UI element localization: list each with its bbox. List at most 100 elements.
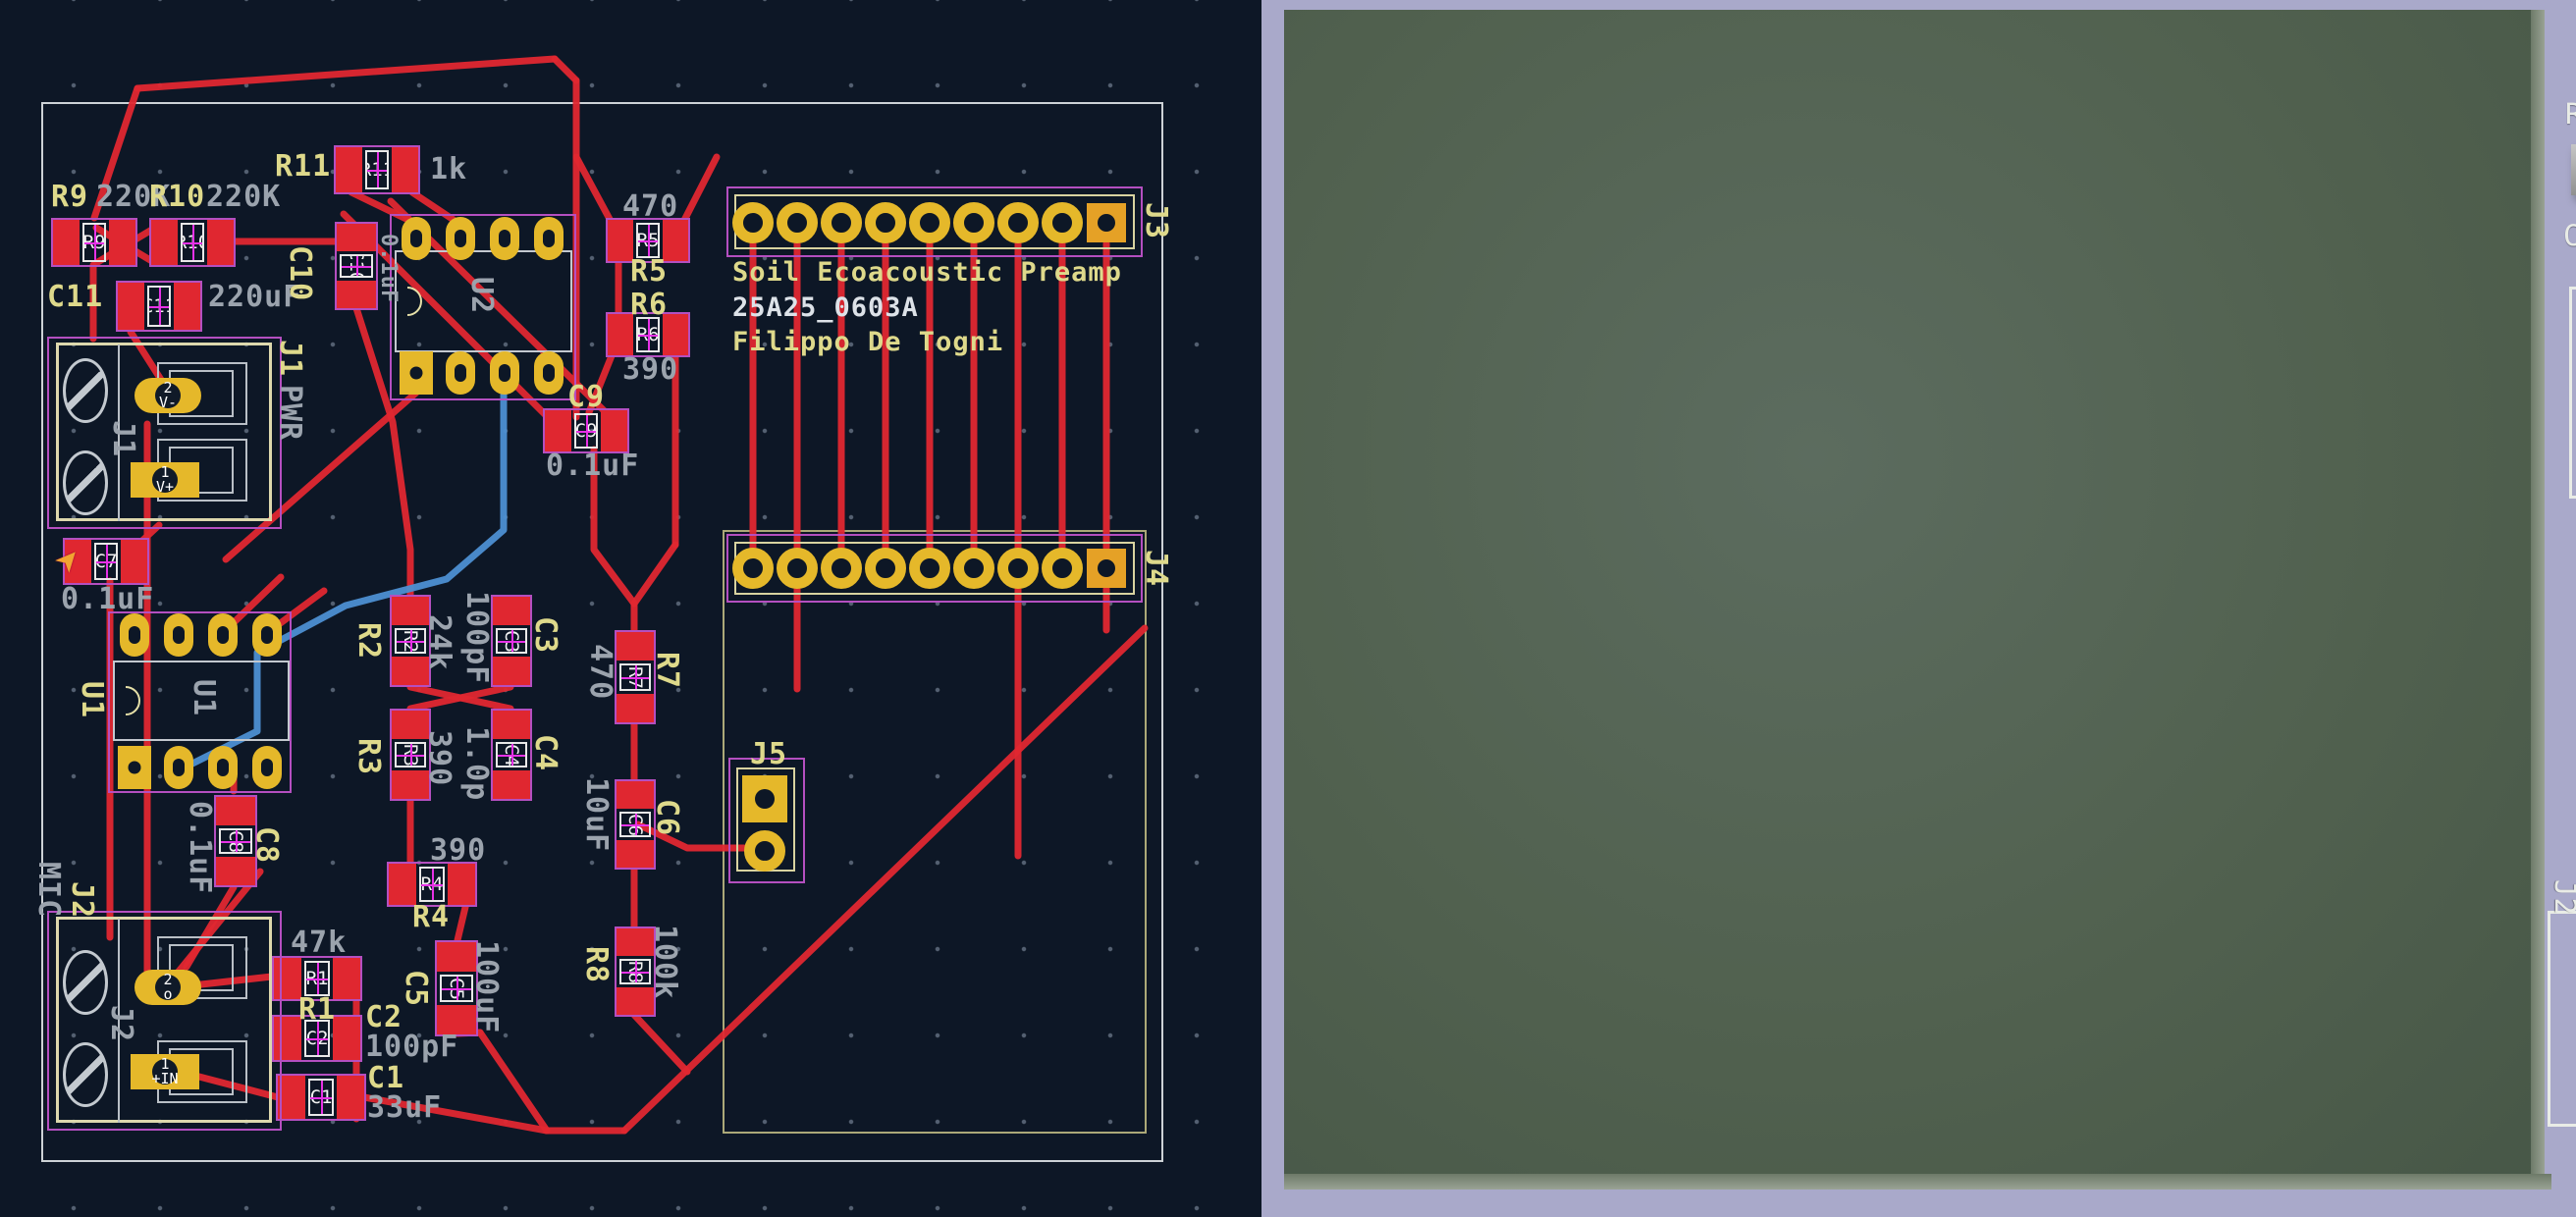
component-c11[interactable]: C11 xyxy=(116,281,202,332)
board-edge-bevel-bottom xyxy=(1284,1174,2551,1190)
component-c4[interactable]: C4 xyxy=(491,709,532,801)
label-220uf: 220uF xyxy=(208,280,302,314)
pad-1 xyxy=(336,147,362,192)
component-c7[interactable]: C7 xyxy=(63,538,149,585)
through-hole-pad[interactable] xyxy=(1042,202,1083,243)
label-100pf: 100pF xyxy=(459,591,494,685)
ic-u2[interactable] xyxy=(390,214,576,400)
through-hole-pad[interactable] xyxy=(997,202,1039,243)
through-hole-pad-1[interactable] xyxy=(1087,549,1126,588)
through-hole-pad[interactable] xyxy=(909,548,950,589)
ic-pad[interactable] xyxy=(164,746,193,789)
through-hole-pad[interactable] xyxy=(732,548,774,589)
ic-pad[interactable] xyxy=(252,746,282,789)
ic-pad-1[interactable] xyxy=(400,351,433,395)
component-r8[interactable]: R8 xyxy=(615,926,656,1017)
pad-1 xyxy=(608,220,634,261)
component-body: R6 xyxy=(636,317,660,352)
component-c3[interactable]: C3 xyxy=(491,595,532,687)
component-r2[interactable]: R2 xyxy=(390,595,431,687)
component-r4[interactable]: R4 xyxy=(387,862,477,907)
ic-pad[interactable] xyxy=(534,351,564,395)
pad-2 xyxy=(662,314,688,355)
through-hole-pad-1[interactable] xyxy=(1087,203,1126,242)
pad-hole xyxy=(155,383,181,408)
pad-1 xyxy=(151,220,178,265)
component-designator: R10 xyxy=(183,232,202,253)
ic-pad-1[interactable] xyxy=(118,746,151,789)
through-hole-pad[interactable] xyxy=(953,548,994,589)
j5-pad-1[interactable] xyxy=(742,775,787,822)
pad-2 xyxy=(493,657,530,685)
terminal-j2[interactable] xyxy=(47,911,282,1131)
through-hole-pad[interactable] xyxy=(821,548,862,589)
through-hole-pad[interactable] xyxy=(953,202,994,243)
label-100pf: 100pF xyxy=(365,1030,459,1064)
resistor-3d[interactable] xyxy=(2571,144,2576,195)
through-hole-pad[interactable] xyxy=(777,202,818,243)
label-c5: C5 xyxy=(399,970,433,1008)
pcb-3d-render-view[interactable]: R9R10R11C11C10R5R6C9J1J2U1R2C3R3C4R7C6R8… xyxy=(1261,0,2576,1217)
ic-pad[interactable] xyxy=(208,613,238,657)
component-c6[interactable]: C6 xyxy=(615,779,656,870)
connector-j5[interactable] xyxy=(728,758,805,883)
component-designator: R1 xyxy=(305,968,329,989)
j5-pad-2[interactable] xyxy=(744,830,785,872)
label-470: 470 xyxy=(583,644,617,701)
ic-pad[interactable] xyxy=(490,217,519,260)
screw-icon xyxy=(63,358,108,423)
through-hole-pad[interactable] xyxy=(1042,548,1083,589)
component-c1[interactable]: C1 xyxy=(276,1074,366,1121)
ic-pad[interactable] xyxy=(252,613,282,657)
through-hole-pad[interactable] xyxy=(865,548,906,589)
pad-1 xyxy=(274,958,302,999)
component-body: C3 xyxy=(496,627,527,655)
ic-pad[interactable] xyxy=(446,217,475,260)
terminal-pad-1[interactable]: 1+IN xyxy=(131,1054,199,1089)
label-c4: C4 xyxy=(528,734,563,772)
board-edge-outline xyxy=(41,102,1163,1162)
component-designator: R6 xyxy=(636,324,660,345)
component-c8[interactable]: C8 xyxy=(214,795,257,887)
component-r5[interactable]: R5 xyxy=(606,218,690,263)
component-r1[interactable]: R1 xyxy=(272,956,362,1001)
label-r8: R8 xyxy=(579,946,614,984)
ic-pad[interactable] xyxy=(120,613,149,657)
component-r7[interactable]: R7 xyxy=(615,630,656,724)
component-r9[interactable]: R9 xyxy=(51,218,137,267)
pad-2 xyxy=(336,1076,364,1119)
component-designator: R7 xyxy=(624,665,646,689)
pad-2 xyxy=(617,986,654,1015)
through-hole-pad[interactable] xyxy=(777,548,818,589)
component-r3[interactable]: R3 xyxy=(390,709,431,801)
terminal-outline-j2[interactable] xyxy=(2548,911,2576,1127)
ic-pad[interactable] xyxy=(490,351,519,395)
component-r10[interactable]: R10 xyxy=(149,218,236,267)
ic-pad[interactable] xyxy=(402,217,431,260)
ic-pad[interactable] xyxy=(208,746,238,789)
terminal-outline-j1[interactable] xyxy=(2569,287,2576,499)
ic-pad[interactable] xyxy=(534,217,564,260)
through-hole-pad[interactable] xyxy=(997,548,1039,589)
terminal-silkscreen xyxy=(56,343,272,521)
component-r11[interactable]: R11 xyxy=(334,145,420,194)
component-r6[interactable]: R6 xyxy=(606,312,690,357)
pcb-layout-view[interactable]: R9R10R11C11C10C7➤C9R5R6R7C6R8R2C3R3C4R4C… xyxy=(0,0,1261,1217)
component-c9[interactable]: C9 xyxy=(543,408,629,453)
component-c5[interactable]: C5 xyxy=(435,940,478,1036)
through-hole-pad[interactable] xyxy=(909,202,950,243)
label-1k: 1k xyxy=(430,152,468,186)
terminal-j1[interactable] xyxy=(47,337,282,529)
component-c10[interactable]: C10 xyxy=(335,222,378,310)
through-hole-pad[interactable] xyxy=(865,202,906,243)
ic-pad[interactable] xyxy=(164,613,193,657)
through-hole-pad[interactable] xyxy=(821,202,862,243)
ic-u1[interactable] xyxy=(108,611,292,793)
component-c2[interactable]: C2 xyxy=(272,1015,362,1062)
through-hole-pad[interactable] xyxy=(732,202,774,243)
label-r10: R10 xyxy=(149,180,206,214)
ic-pad[interactable] xyxy=(446,351,475,395)
